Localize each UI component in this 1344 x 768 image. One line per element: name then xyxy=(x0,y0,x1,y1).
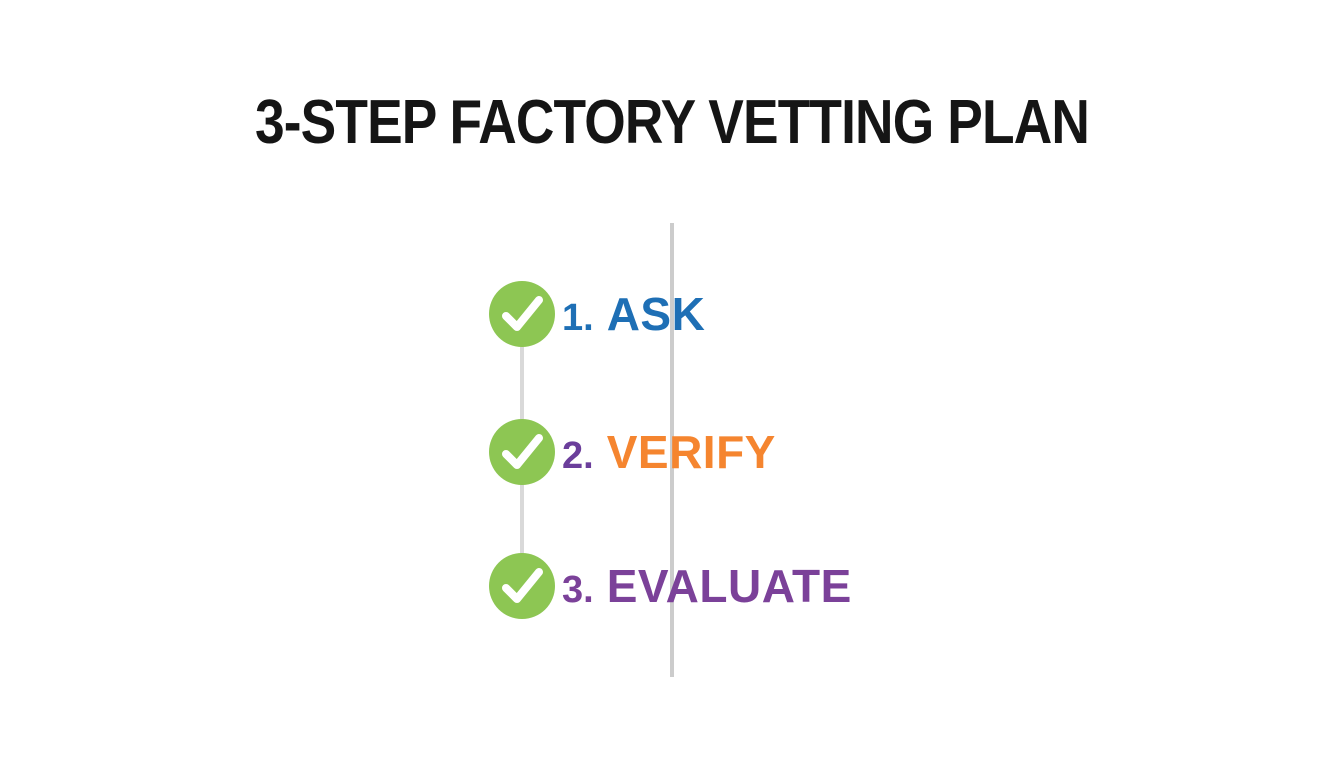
step-row-evaluate: 3. EVALUATE xyxy=(489,553,852,619)
checkmark-icon xyxy=(502,296,543,331)
checkmark-icon xyxy=(502,568,543,603)
step-connector-line-2-3 xyxy=(520,452,524,586)
step-row-ask: 1. ASK xyxy=(489,281,705,347)
check-circle xyxy=(489,281,555,347)
step-row-verify: 2. VERIFY xyxy=(489,419,776,485)
step-number: 3. xyxy=(562,569,594,611)
step-number: 1. xyxy=(562,297,594,339)
step-connector-line-1-2 xyxy=(520,314,524,452)
step-text: 1. ASK xyxy=(562,287,705,341)
vertical-timeline-line xyxy=(670,223,674,677)
page-title: 3-STEP FACTORY VETTING PLAN xyxy=(254,88,1090,157)
step-text: 2. VERIFY xyxy=(562,425,776,479)
checkmark-icon xyxy=(502,434,543,469)
step-label: VERIFY xyxy=(606,426,776,478)
check-circle xyxy=(489,553,555,619)
step-label: ASK xyxy=(606,288,706,340)
step-label: EVALUATE xyxy=(606,560,852,612)
check-circle xyxy=(489,419,555,485)
step-text: 3. EVALUATE xyxy=(562,559,852,613)
step-number: 2. xyxy=(562,435,594,477)
